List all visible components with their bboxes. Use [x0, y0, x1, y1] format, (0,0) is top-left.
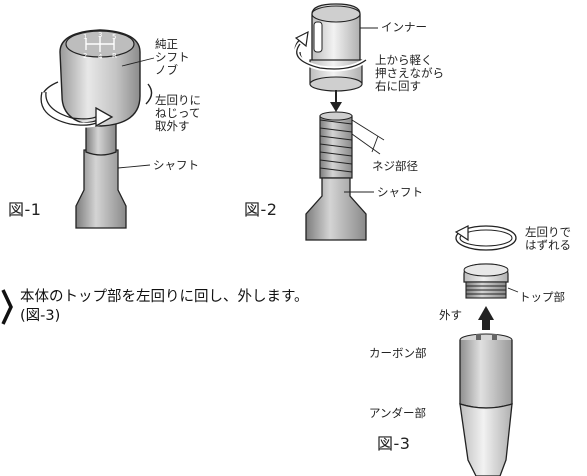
step-chevron-icon [1, 289, 13, 325]
fig1-action-label-line3: 取外す [155, 119, 190, 133]
fig3-carbon-body [459, 333, 513, 409]
fig3-rotate-label-line2: はずれる [525, 238, 571, 252]
fig1-action-label-line1: 左回りに [155, 93, 201, 107]
fig3-top-part [463, 263, 509, 299]
fig2-shaft-label: シャフト [377, 185, 423, 199]
fig2-press-down-arrow-icon [330, 90, 342, 112]
shift-pattern-icon [85, 36, 115, 52]
fig3-under-part [459, 403, 513, 476]
shift-number-4: 4 [98, 53, 103, 61]
fig3-rotate-left-arrow-icon [454, 225, 517, 251]
fig3-under-label: アンダー部 [369, 406, 427, 420]
fig1-shaft-label: シャフト [153, 158, 199, 172]
shift-number-3: 3 [98, 31, 103, 39]
fig2-inner-label: インナー [381, 20, 427, 34]
fig2-inner-install [294, 3, 385, 241]
instruction-line2: (図-3) [20, 308, 61, 324]
fig2-caption: 図-2 [244, 200, 278, 219]
fig1-knob-label-line3: ノブ [155, 63, 178, 77]
fig2-thread-label: ネジ部径 [372, 159, 418, 173]
instruction-text: 本体のトップ部を左回りに回し、外します。 (図-3) [20, 288, 309, 326]
shift-number-2: 2 [83, 52, 88, 60]
shift-number-r: R [112, 52, 117, 60]
fig2-action-label-line3: 右に回す [375, 79, 421, 93]
instruction-line1: 本体のトップ部を左回りに回し、外します。 [20, 289, 309, 305]
fig3-lift-up-arrow-icon [478, 306, 494, 330]
fig1-knob-label-line2: シフト [155, 50, 190, 64]
fig1-shaft [75, 149, 127, 229]
fig2-action-label-line2: 押さえながら [375, 66, 444, 80]
shift-number-5: 5 [112, 33, 117, 41]
shift-number-1: 1 [83, 33, 88, 41]
fig1-knob-label-line1: 純正 [155, 37, 178, 51]
fig2-action-label-line1: 上から軽く [375, 53, 433, 67]
fig3-top-removal [454, 225, 519, 476]
fig3-remove-label: 外す [439, 308, 462, 322]
fig3-rotate-label-line1: 左回りで [525, 225, 571, 239]
fig1-action-label-line2: ねじって [155, 106, 201, 120]
fig3-carbon-label: カーボン部 [369, 346, 427, 360]
fig1-shift-knob [38, 29, 155, 229]
fig1-caption: 図-1 [8, 200, 42, 219]
fig3-caption: 図-3 [377, 434, 411, 453]
fig3-top-label: トップ部 [519, 290, 565, 304]
fig2-threaded-shaft [305, 111, 367, 241]
instruction-block: 本体のトップ部を左回りに回し、外します。 (図-3) [2, 288, 309, 326]
